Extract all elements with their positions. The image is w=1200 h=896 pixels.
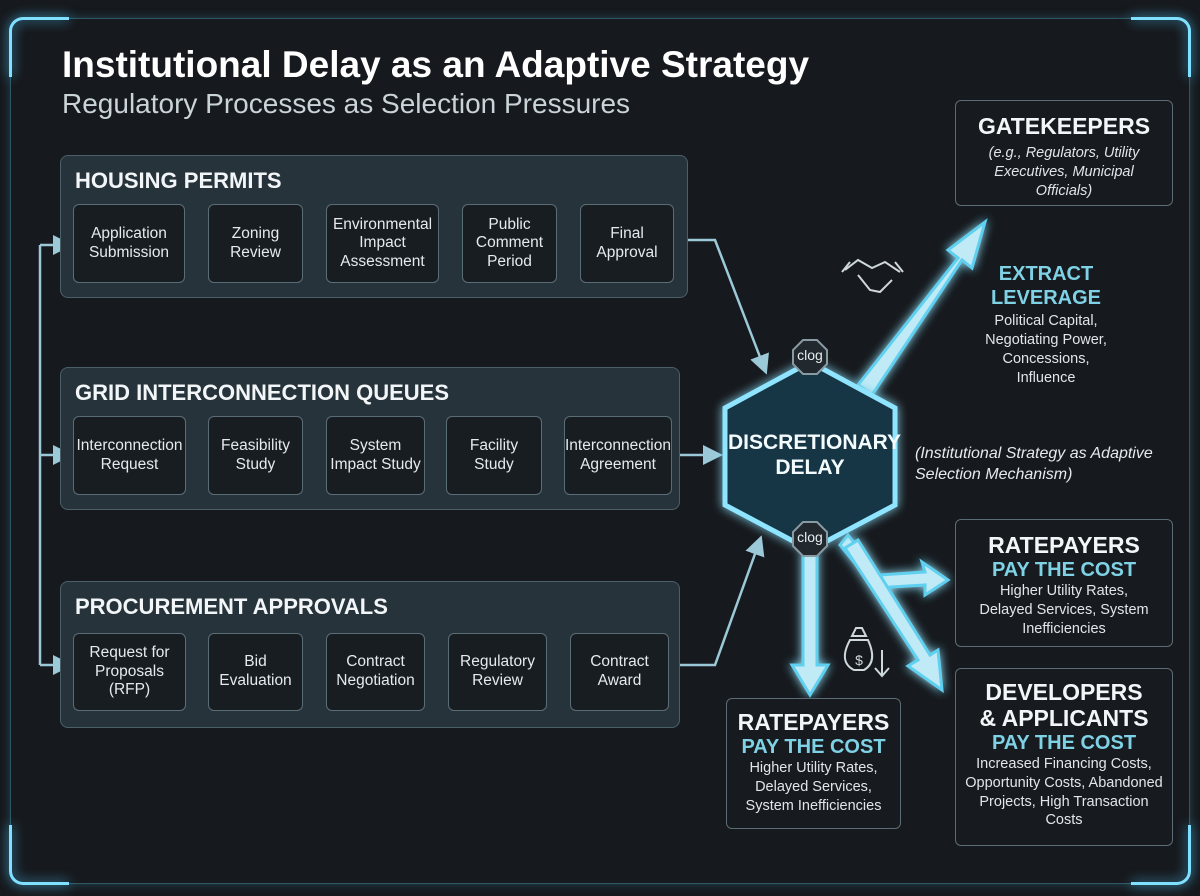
clog-top-label: clog xyxy=(797,347,823,363)
panel-title: GRID INTERCONNECTION QUEUES xyxy=(75,380,450,405)
step: Interconnection Request xyxy=(73,416,186,495)
svg-text:$: $ xyxy=(855,652,863,668)
leverage-block: EXTRACT LEVERAGE Political Capital, Nego… xyxy=(975,262,1117,387)
ratepayers-title: RATEPAYERS xyxy=(737,709,890,735)
developers-title: DEVELOPERS & APPLICANTS xyxy=(979,679,1149,732)
hub-label: DISCRETIONARY DELAY xyxy=(728,431,902,480)
panel-procurement-approvals: PROCUREMENT APPROVALS Request for Propos… xyxy=(60,581,680,728)
step: Public Comment Period xyxy=(462,204,557,283)
leverage-detail: Political Capital, Negotiating Power, Co… xyxy=(985,313,1107,386)
clog-top-icon xyxy=(792,339,828,375)
gatekeepers-title: GATEKEEPERS xyxy=(977,113,1151,139)
developers-subtitle: PAY THE COST xyxy=(991,731,1137,754)
step: Bid Evaluation xyxy=(208,633,303,711)
strategy-note: (Institutional Strategy as Adaptive Sele… xyxy=(915,445,1153,483)
page-subtitle: Regulatory Processes as Selection Pressu… xyxy=(62,88,631,119)
clog-bottom-icon xyxy=(792,521,828,557)
panel-housing-permits: HOUSING PERMITS Application Submission Z… xyxy=(60,155,688,298)
ratepayers-title: RATEPAYERS xyxy=(988,532,1140,558)
developers-detail: Increased Financing Costs, Opportunity C… xyxy=(965,755,1163,829)
ratepayers-detail: Higher Utility Rates, Delayed Services, … xyxy=(745,760,882,814)
outer-frame xyxy=(9,17,1191,885)
step: Regulatory Review xyxy=(448,633,547,711)
arrow-to-gatekeepers xyxy=(855,218,988,398)
step: Final Approval xyxy=(580,204,674,283)
leverage-title: EXTRACT LEVERAGE xyxy=(990,263,1102,309)
developers-box: DEVELOPERS & APPLICANTS PAY THE COST Inc… xyxy=(955,668,1173,846)
page-title: Institutional Delay as an Adaptive Strat… xyxy=(62,44,810,85)
ratepayers-right-box: RATEPAYERS PAY THE COST Higher Utility R… xyxy=(955,519,1173,647)
step: Contract Negotiation xyxy=(326,633,425,711)
ratepayers-subtitle: PAY THE COST xyxy=(741,736,886,758)
ratepayers-bottom-box: RATEPAYERS PAY THE COST Higher Utility R… xyxy=(726,698,901,829)
money-bag-icon xyxy=(843,627,890,678)
step: Facility Study xyxy=(446,416,542,495)
panel-title: PROCUREMENT APPROVALS xyxy=(75,594,388,619)
arrow-housing-to-hub xyxy=(688,238,769,375)
clog-bottom-label: clog xyxy=(797,529,823,545)
ratepayers-detail: Higher Utility Rates, Delayed Services, … xyxy=(979,583,1149,637)
panel-grid-interconnection: GRID INTERCONNECTION QUEUES Interconnect… xyxy=(60,367,680,510)
step: Feasibility Study xyxy=(208,416,303,495)
ratepayers-subtitle: PAY THE COST xyxy=(991,559,1137,581)
step: System Impact Study xyxy=(326,416,425,495)
step: Application Submission xyxy=(73,204,185,283)
step: Environmental Impact Assessment xyxy=(326,204,439,283)
gatekeepers-box: GATEKEEPERS (e.g., Regulators, Utility E… xyxy=(955,100,1173,206)
step: Interconnection Agreement xyxy=(564,416,672,495)
arrow-to-ratepayers-bottom xyxy=(789,550,831,698)
step: Zoning Review xyxy=(208,204,303,283)
gatekeepers-detail: (e.g., Regulators, Utility Executives, M… xyxy=(988,145,1140,199)
handshake-icon xyxy=(841,258,904,294)
step: Contract Award xyxy=(570,633,669,711)
panel-title: HOUSING PERMITS xyxy=(75,168,282,193)
step: Request for Proposals (RFP) xyxy=(73,633,186,711)
arrow-procurement-to-hub xyxy=(680,535,765,667)
arrow-to-developers xyxy=(842,537,944,694)
